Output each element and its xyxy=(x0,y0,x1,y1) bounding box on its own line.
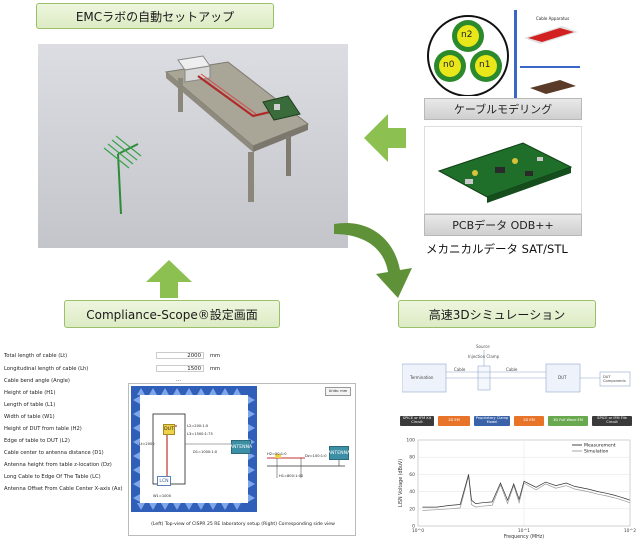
y-tick-label: 60 xyxy=(409,472,415,478)
dut-label: DUT xyxy=(558,375,567,380)
mechanical-data-label: メカニカルデータ SAT/STL xyxy=(426,242,568,256)
simulation-label: 高速3Dシミュレーション xyxy=(428,307,566,322)
simulation-box: 高速3Dシミュレーション xyxy=(398,300,596,328)
lab-scene-graphic xyxy=(38,44,348,248)
cable-plane-panel xyxy=(520,66,580,100)
emc-lab-3d-view xyxy=(38,44,348,248)
chip-spice-circuit: SPICE or IFM Kit Circuit xyxy=(400,416,434,426)
lt-dim: Lt=2000 xyxy=(139,442,155,446)
param-label: Length of table (L1) xyxy=(4,402,56,408)
emc-lab-title-box: EMCラボの自動セットアップ xyxy=(36,3,274,29)
param-input[interactable]: ... xyxy=(176,377,181,383)
diagram-caption: (Left) Top-view of CISPR 25 RE laborator… xyxy=(151,522,335,527)
cable-label-2: Cable xyxy=(506,367,518,372)
injection-clamp-label: Injection Clamp xyxy=(468,354,500,359)
param-unit: mm xyxy=(210,366,221,372)
dut-components-label: DUT Components xyxy=(603,375,626,383)
param-unit: mm xyxy=(210,353,221,359)
x-tick-label: 10^0 xyxy=(412,528,424,534)
x-axis-label: Frequency (MHz) xyxy=(504,534,544,540)
param-label: Height of table (H1) xyxy=(4,390,56,396)
pcb-caption: PCBデータ ODB++ xyxy=(424,214,582,236)
y-tick-label: 80 xyxy=(409,455,415,461)
chip-3d-full-wave: 3D Full Wave EM xyxy=(548,416,588,426)
circuit-lines-graphic xyxy=(402,350,631,393)
dz-dim: Dz=100:1:0 xyxy=(305,454,327,458)
y-tick-label: 0 xyxy=(412,524,415,530)
param-label: Edge of table to DUT (L2) xyxy=(4,438,70,444)
param-label: Cable center to antenna distance (D1) xyxy=(4,450,104,456)
chip-2d-em-1: 2D EM xyxy=(438,416,470,426)
cable-cross-section: n2 n0 n1 xyxy=(424,10,512,97)
y-tick-label: 40 xyxy=(409,489,415,495)
param-label: Longitudinal length of cable (Lh) xyxy=(4,366,89,372)
side-antenna-block: ANTENNA xyxy=(328,446,350,460)
pcb-image xyxy=(424,126,582,214)
ground-plane-graphic xyxy=(530,80,576,94)
l3-dim: L3=1500:1:75 xyxy=(187,432,213,436)
y-axis-label: LISN Voltage (dBuV) xyxy=(398,459,404,507)
param-label: Cable bend angle (Angle) xyxy=(4,378,70,384)
y-tick-label: 20 xyxy=(409,506,415,512)
emc-lab-title: EMCラボの自動セットアップ xyxy=(75,9,235,24)
left-arrow-icon xyxy=(364,114,406,162)
chip-spice-file: SPICE or IFM File Circuit xyxy=(592,416,632,426)
param-input[interactable]: 1500 xyxy=(156,365,204,372)
cable-apparatus-graphic xyxy=(524,26,578,44)
compliance-scope-box: Compliance-Scope®設定画面 xyxy=(64,300,280,328)
pcb-data-label: PCBデータ ODB++ xyxy=(452,219,554,232)
w1-dim: W1=1000 xyxy=(153,494,171,498)
setup-diagram: DUT LCN ANTENNA L2=200:1:0 L3=1500:1:75 … xyxy=(128,383,356,536)
param-label: Long Cable to Edge Of The Table (LC) xyxy=(4,474,101,480)
cable-separator xyxy=(514,10,517,100)
param-input[interactable]: 2000 xyxy=(156,352,204,359)
cable-modeling-label: ケーブルモデリング xyxy=(453,103,553,116)
d1-dim: D1=1000:1:0 xyxy=(193,450,218,454)
side-view-graphic xyxy=(267,448,345,478)
conductor-n1-label: n1 xyxy=(479,60,491,70)
curved-arrow-icon xyxy=(334,222,412,298)
circuit-diagram: Source Injection Clamp Termination Cable… xyxy=(402,344,636,408)
dut-block: DUT xyxy=(163,424,175,435)
param-label: Antenna height from table z-location (Dz… xyxy=(4,462,112,468)
param-label: Total length of cable (Lt) xyxy=(4,353,68,359)
legend-label: Measurement xyxy=(584,443,616,449)
legend-label: Simulation xyxy=(584,449,609,455)
lcn-block: LCN xyxy=(157,476,171,486)
x-tick-label: 10^2 xyxy=(624,528,636,534)
param-label: Height of DUT from table (H2) xyxy=(4,426,82,432)
y-tick-label: 100 xyxy=(406,438,415,444)
l2-dim: L2=200:1:0 xyxy=(187,424,209,428)
settings-form: Total length of cable (Lt) 2000 mm Longi… xyxy=(0,346,230,496)
param-label: Antenna Offset From Cable Center X-axis … xyxy=(4,486,123,492)
cable-label-1: Cable xyxy=(454,367,466,372)
source-label: Source xyxy=(476,344,490,349)
x-tick-label: 10^1 xyxy=(518,528,530,534)
cable-modeling-caption: ケーブルモデリング xyxy=(424,98,582,120)
termination-label: Termination xyxy=(410,375,434,380)
param-label: Width of table (W1) xyxy=(4,414,55,420)
up-arrow-icon xyxy=(146,260,192,298)
cable-apparatus-title: Cable Apparatus xyxy=(536,16,570,21)
h2-dim: H2=50:1:0 xyxy=(267,452,287,456)
units-button[interactable]: Units: mm xyxy=(325,387,351,396)
antenna-block: ANTENNA xyxy=(230,440,252,454)
conductor-n2-label: n2 xyxy=(461,30,473,40)
cable-apparatus-panel: Cable Apparatus xyxy=(520,10,580,66)
conductor-n0-label: n0 xyxy=(443,60,455,70)
chip-2d-em-2: 2D EM xyxy=(514,416,544,426)
pcb-board-graphic xyxy=(437,142,573,203)
cable-conductors-graphic xyxy=(427,15,509,97)
series-line-measurement xyxy=(422,474,631,508)
h1-dim: H1=800:1:00 xyxy=(279,474,304,478)
compliance-scope-label: Compliance-Scope®設定画面 xyxy=(86,307,258,322)
chip-clamp-model: Proprietary Clamp Model xyxy=(474,416,510,426)
